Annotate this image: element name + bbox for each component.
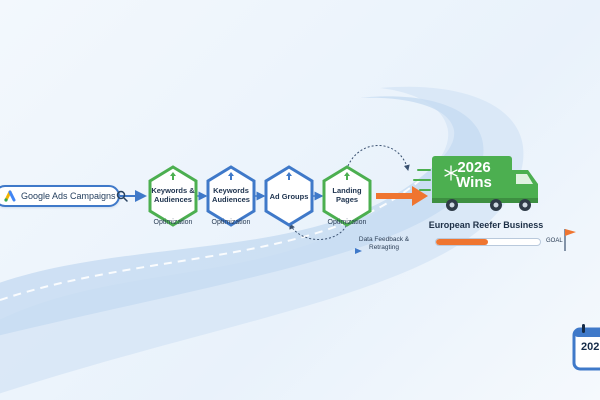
step-caption-2: Optimization [211, 219, 251, 226]
step-hexagon-4 [322, 165, 372, 227]
step-caption-4: Optimization [327, 219, 367, 226]
truck-title-line1: 2026 [457, 159, 491, 176]
up-arrow-icon [286, 172, 292, 180]
step-hexagon-1 [148, 165, 198, 227]
goal-progress-bar [435, 238, 541, 246]
step-label-3: Ad Groups [269, 192, 309, 201]
goal-label: GOAL [546, 238, 563, 244]
step-hexagon-2 [206, 165, 256, 227]
feedback-loop-top [347, 145, 410, 171]
step-label-1: Keywords & Audiences [151, 186, 195, 204]
google-ads-logo-icon [4, 190, 16, 202]
step-caption-1: Optimization [153, 219, 193, 226]
step-label-4: Landing Pages [332, 186, 362, 204]
search-bar[interactable]: Google Ads Campaigns [0, 185, 128, 207]
goal-progress-fill [436, 239, 488, 245]
truck-title: 2026 Wins [438, 160, 510, 190]
business-label: European Reefer Business [428, 220, 544, 230]
truck-title-line2: Wins [456, 174, 492, 191]
search-label: Google Ads Campaigns [21, 191, 116, 201]
snowflake-icon [444, 165, 458, 181]
feedback-label: Data Feedback & Retragting [358, 236, 410, 251]
up-arrow-icon [344, 172, 350, 180]
up-arrow-icon [170, 172, 176, 180]
orange-arrow [376, 186, 428, 206]
up-arrow-icon [228, 172, 234, 180]
step-hexagon-3 [264, 165, 314, 227]
search-icon [116, 190, 128, 202]
step-label-2: Keywords Audiences [212, 186, 250, 204]
calendar-year: 202 [581, 341, 600, 353]
